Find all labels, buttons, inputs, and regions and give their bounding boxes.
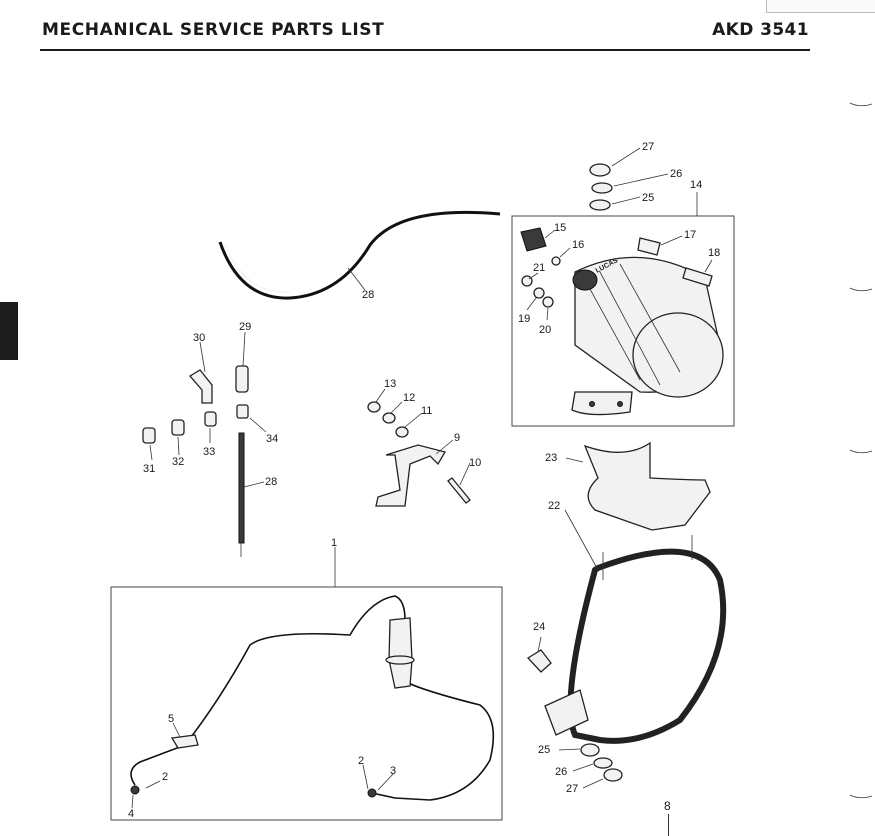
header-rule <box>40 49 810 51</box>
ignition-coil: LUCAS <box>571 256 724 416</box>
washer-20 <box>542 296 554 308</box>
callout-28-middle: 28 <box>265 476 277 488</box>
page-title: MECHANICAL SERVICE PARTS LIST <box>42 20 385 40</box>
callout-24: 24 <box>533 621 545 633</box>
callout-23: 23 <box>545 452 557 464</box>
callout-13: 13 <box>384 378 396 390</box>
callout-30: 30 <box>193 332 205 344</box>
leader-18 <box>704 259 713 273</box>
callout-10: 10 <box>469 457 481 469</box>
nut-31 <box>142 427 156 444</box>
bracket-9 <box>375 444 446 507</box>
ferrule-33 <box>204 411 217 427</box>
callout-9: 9 <box>454 432 460 444</box>
leader-17 <box>660 235 683 246</box>
callout-16: 16 <box>572 239 584 251</box>
callout-labels: 1 2 2 3 4 5 9 10 11 12 13 14 15 16 17 18… <box>128 141 720 820</box>
callout-3: 3 <box>390 765 396 777</box>
callout-34: 34 <box>266 433 278 445</box>
washer-19 <box>533 287 545 299</box>
callout-26-bottom: 26 <box>555 766 567 778</box>
callout-25-bottom: 25 <box>538 744 550 756</box>
suppressor-lead-group <box>110 547 503 821</box>
nut-32 <box>171 419 185 436</box>
callout-27-top: 27 <box>642 141 654 153</box>
coil-assembly-group: LUCAS <box>511 192 735 427</box>
connector-18 <box>682 267 713 287</box>
ht-lead-28 <box>218 210 501 300</box>
page-corner-tab <box>766 0 875 13</box>
leader-20 <box>546 307 549 321</box>
bolt-10 <box>447 477 471 504</box>
callout-32: 32 <box>172 456 184 468</box>
connector-17 <box>637 237 661 256</box>
bolt-24 <box>526 649 552 673</box>
cap-29 <box>235 365 249 393</box>
terminal-3 <box>367 788 377 798</box>
callout-28-top: 28 <box>362 289 374 301</box>
leader-16 <box>559 247 571 258</box>
sleeve-34 <box>236 404 249 419</box>
callout-15: 15 <box>554 222 566 234</box>
coil-terminal-nut-15 <box>520 227 547 252</box>
callout-27-bottom: 27 <box>566 783 578 795</box>
callout-20: 20 <box>539 324 551 336</box>
leader-19 <box>526 297 537 311</box>
coil-assembly-box <box>511 215 735 427</box>
suppressor-assembly-box <box>110 586 503 821</box>
clip-5 <box>170 734 199 749</box>
terminal-4 <box>130 785 140 795</box>
callout-11: 11 <box>421 405 432 417</box>
mounting-hardware-group <box>526 441 727 789</box>
callout-26-top: 26 <box>670 168 682 180</box>
nut-21 <box>521 275 533 287</box>
saddle-23 <box>583 441 711 531</box>
document-code: AKD 3541 <box>712 20 809 40</box>
callout-19: 19 <box>518 313 530 325</box>
page-number: 8 <box>664 799 671 813</box>
callout-17: 17 <box>684 229 696 241</box>
callout-12: 12 <box>403 392 415 404</box>
callout-4: 4 <box>128 808 134 820</box>
section-side-tab <box>0 302 18 360</box>
page-number-tick <box>668 814 669 836</box>
callout-22: 22 <box>548 500 560 512</box>
callout-29: 29 <box>239 321 251 333</box>
leader-15 <box>544 229 556 239</box>
callout-2-right: 2 <box>358 755 364 767</box>
leader-21 <box>528 272 539 280</box>
suppressor-body <box>388 617 413 689</box>
callout-25-top: 25 <box>642 192 654 204</box>
nut-washer-stack-top <box>589 147 669 211</box>
callout-5: 5 <box>168 713 174 725</box>
callout-2-left: 2 <box>162 771 168 783</box>
callout-1: 1 <box>331 537 337 549</box>
lead-28-vertical <box>238 432 245 544</box>
callout-21: 21 <box>533 262 545 274</box>
callout-31: 31 <box>143 463 155 475</box>
strap-22 <box>567 548 727 744</box>
callout-18: 18 <box>708 247 720 259</box>
small-parts-group <box>142 331 267 557</box>
bracket-group <box>367 388 471 507</box>
elbow-30 <box>189 369 213 404</box>
washer-16 <box>551 256 561 266</box>
page-edge-marks <box>849 102 873 799</box>
callout-14: 14 <box>690 179 702 191</box>
callout-33: 33 <box>203 446 215 458</box>
